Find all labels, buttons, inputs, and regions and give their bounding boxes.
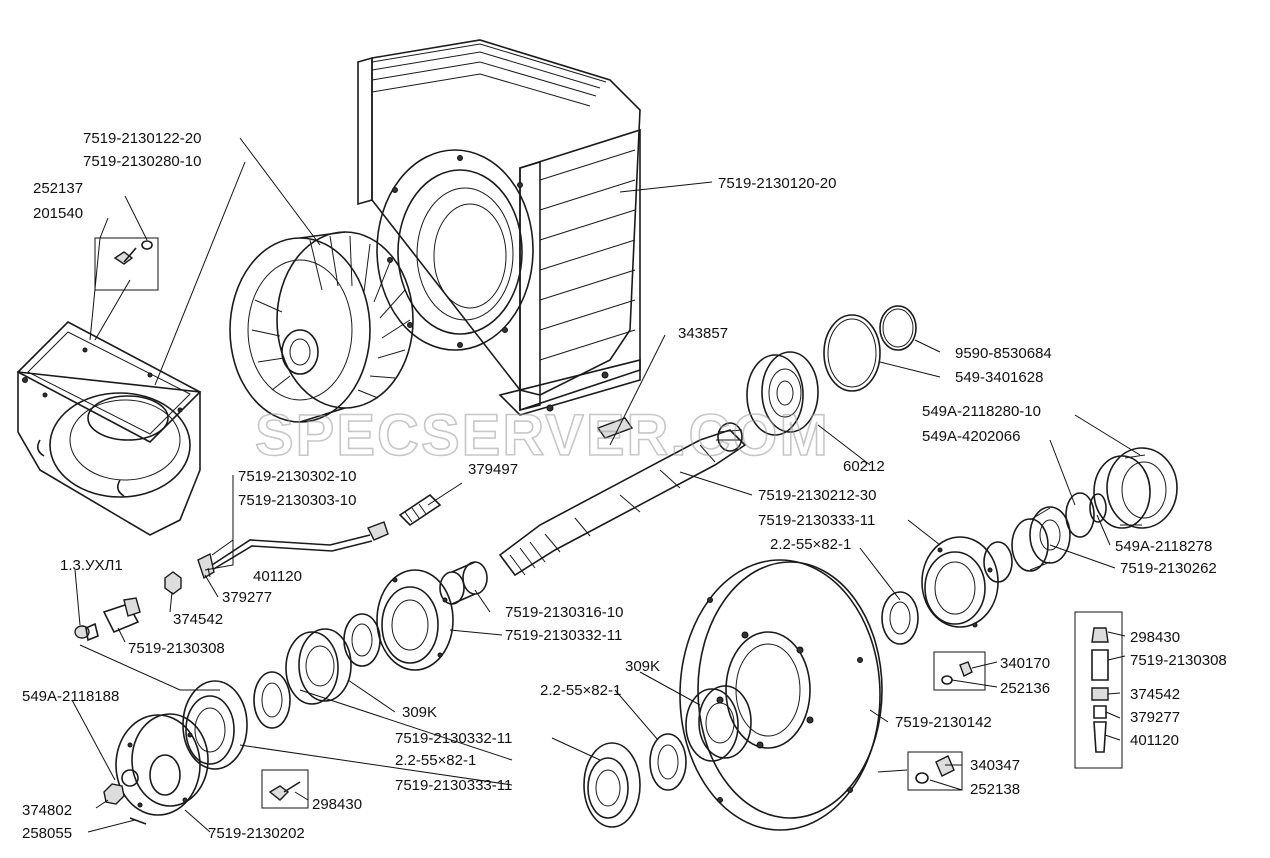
label-252138: 252138: [970, 781, 1020, 798]
tube-7519-2130302-10-part: [197, 521, 389, 580]
seal-lower-middle-part: [649, 733, 687, 791]
bearing-cap-middle-part: [376, 569, 454, 671]
label-60212: 60212: [843, 458, 885, 475]
spacer-7519-2130316-10-part: [439, 561, 488, 605]
label-seal-upper-right: 2.2-55×82-1: [770, 536, 851, 553]
label-7519-2130333-11-left: 7519-2130333-11: [395, 777, 512, 794]
shaft-part: [498, 422, 747, 577]
label-374542-left: 374542: [173, 611, 223, 628]
label-7519-2130212-30: 7519-2130212-30: [758, 487, 876, 504]
fitting-379497-part: [398, 493, 442, 527]
nut-374542-left-part: [164, 571, 182, 595]
label-7519-2130302-10: 7519-2130302-10: [238, 468, 356, 485]
inlet-housing-part: [16, 321, 202, 536]
ring-549-3401628-part: [823, 314, 881, 392]
label-549A-2118280-10: 549A-2118280-10: [922, 403, 1041, 420]
label-298430-left: 298430: [312, 796, 362, 813]
label-9590-8530684: 9590-8530684: [955, 345, 1052, 362]
label-340347: 340347: [970, 757, 1020, 774]
label-252136: 252136: [1000, 680, 1050, 697]
plug-1-3-part: [74, 622, 99, 642]
label-340170: 340170: [1000, 655, 1050, 672]
label-549A-2118188: 549A-2118188: [22, 688, 119, 705]
label-549-3401628: 549-3401628: [955, 369, 1043, 386]
bearing-cap-right-part: [921, 536, 999, 628]
label-7519-2130122-20: 7519-2130122-20: [83, 130, 201, 147]
label-252137: 252137: [33, 180, 83, 197]
label-7519-2130308-right: 7519-2130308: [1130, 652, 1227, 669]
label-7519-2130303-10: 7519-2130303-10: [238, 492, 356, 509]
bearing-cap-left-part: [182, 680, 248, 770]
ring-9590-8530684-part: [879, 305, 917, 351]
seal-upper-right-part: [881, 591, 919, 645]
label-379277-left: 379277: [222, 589, 272, 606]
label-7519-2130202: 7519-2130202: [208, 825, 305, 842]
label-7519-2130316-10: 7519-2130316-10: [505, 604, 623, 621]
label-seal-lower-middle: 2.2-55×82-1: [540, 682, 621, 699]
nut-374802-part: [103, 769, 147, 825]
fan-impeller-part: [229, 231, 414, 423]
key-343857-part: [596, 417, 634, 439]
fitting-stack-right-part: [1074, 611, 1123, 769]
label-7519-2130332-11-lower: 7519-2130332-11: [395, 730, 512, 747]
label-7519-2130333-11-right: 7519-2130333-11: [758, 512, 875, 529]
fitting-7519-2130308-left-part: [102, 597, 141, 634]
bolt-298430-left-part: [261, 769, 309, 809]
ring-549A-2118278-part: [1089, 493, 1107, 523]
label-379497: 379497: [468, 461, 518, 478]
flange-7519-2130202-part: [115, 713, 209, 816]
leader-lines: [71, 137, 1141, 833]
label-401120-right: 401120: [1130, 732, 1179, 749]
ring-549A-4202066-part: [1065, 492, 1095, 538]
seal-middle-part: [343, 613, 381, 667]
label-379277-right: 379277: [1130, 709, 1180, 726]
label-7519-2130332-11-middle: 7519-2130332-11: [505, 627, 622, 644]
label-7519-2130308-left: 7519-2130308: [128, 640, 225, 657]
fan-housing-part: [357, 39, 641, 416]
bearing-60212-part: [746, 351, 819, 436]
bearing-309K-left-part: [285, 628, 352, 705]
label-201540: 201540: [33, 205, 83, 222]
label-1-3-UHL1: 1.3.УХЛ1: [60, 557, 123, 574]
label-374542-right: 374542: [1130, 686, 1180, 703]
seal-left-part: [253, 671, 291, 729]
label-309K-left: 309K: [402, 704, 437, 721]
bolt-201540-part: [94, 237, 159, 291]
label-7519-2130142: 7519-2130142: [895, 714, 992, 731]
label-343857: 343857: [678, 325, 728, 342]
bearing-309K-right-part: [685, 685, 752, 762]
flange-7519-2130142-part: [679, 559, 883, 831]
label-549A-4202066: 549A-4202066: [922, 428, 1020, 445]
bushing-549A-2118280-10-part: [1093, 447, 1178, 529]
bolt-340170-part: [933, 651, 986, 691]
label-7519-2130280-10: 7519-2130280-10: [83, 153, 201, 170]
label-7519-2130120-20: 7519-2130120-20: [718, 175, 836, 192]
label-258055: 258055: [22, 825, 72, 842]
hub-7519-2130262-part: [1011, 506, 1071, 572]
label-7519-2130262: 7519-2130262: [1120, 560, 1217, 577]
watermark-text: SPECSERVER.COM: [255, 403, 830, 468]
part-labels: 7519-2130122-20 7519-2130280-10 252137 2…: [22, 130, 1227, 842]
label-401120-left: 401120: [253, 568, 302, 585]
label-549A-2118278: 549A-2118278: [1115, 538, 1212, 555]
label-309K-right: 309K: [625, 658, 660, 675]
bearing-cap-lower-part: [583, 742, 641, 828]
label-298430-right: 298430: [1130, 629, 1180, 646]
label-seal-left: 2.2-55×82-1: [395, 752, 476, 769]
label-374802: 374802: [22, 802, 72, 819]
bolt-340347-part: [907, 751, 963, 791]
